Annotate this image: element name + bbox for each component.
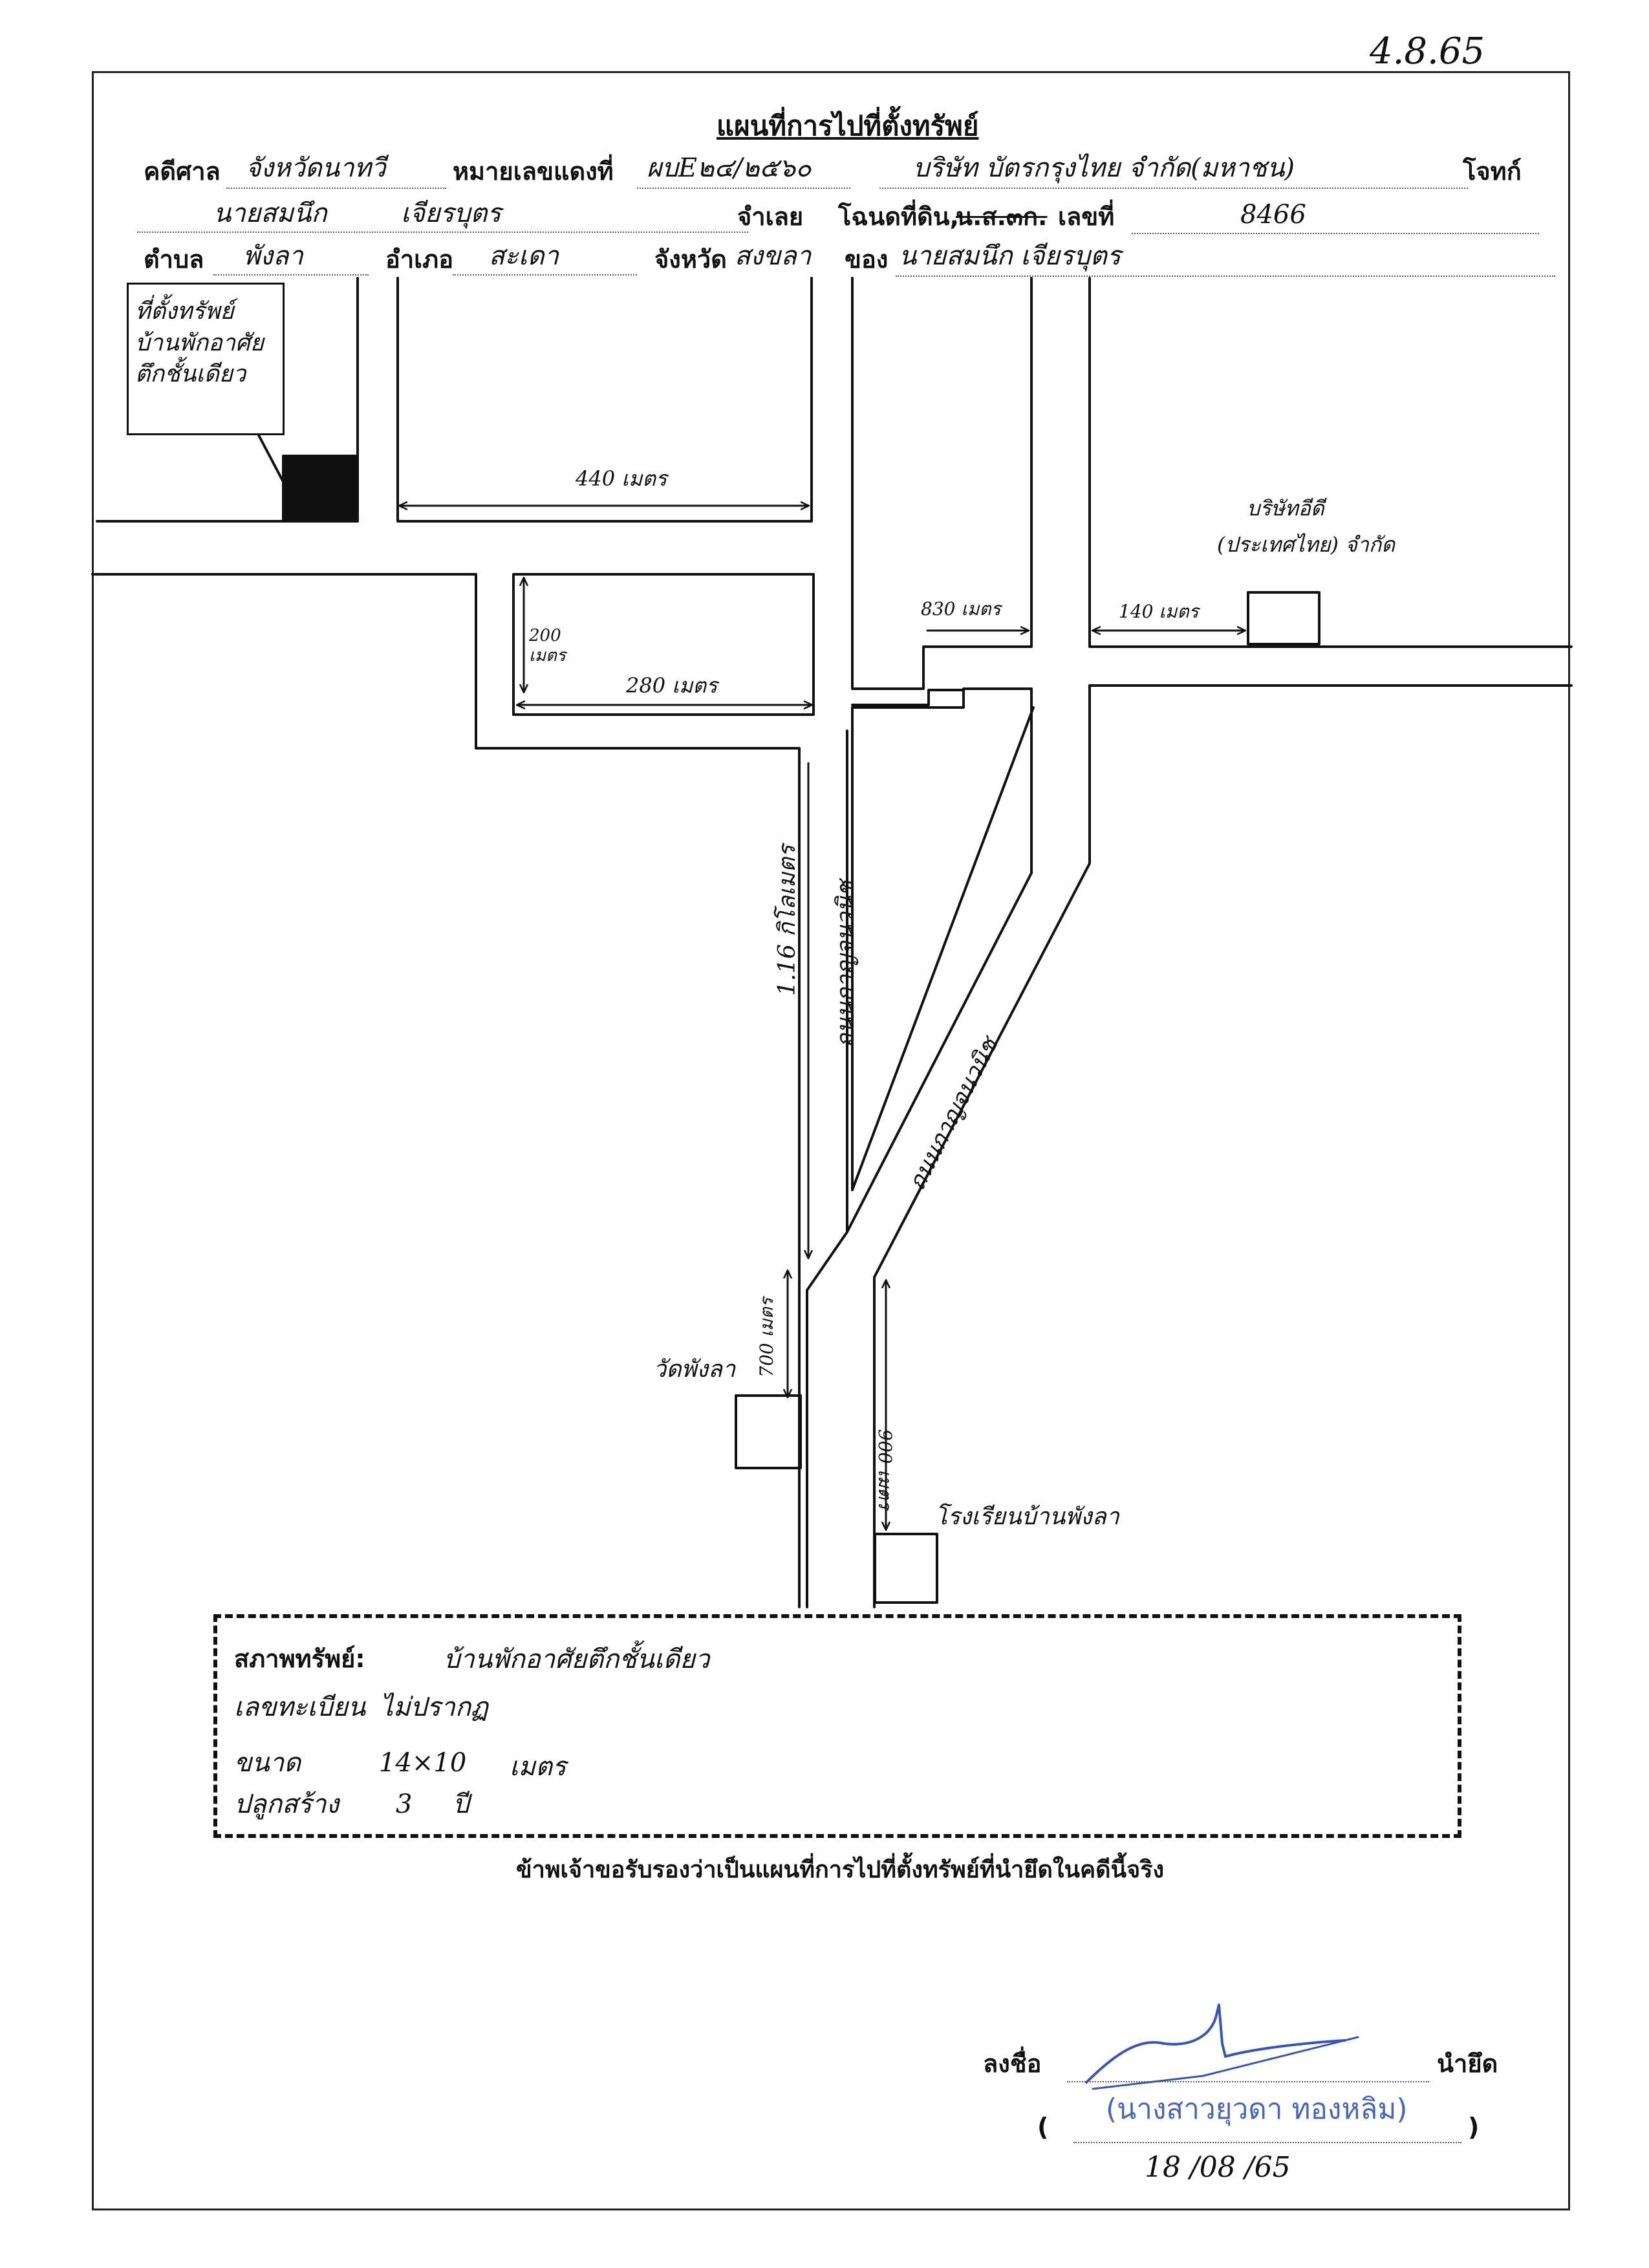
callout-pointer xyxy=(257,434,285,483)
road-edge xyxy=(91,573,801,1608)
company-building xyxy=(1247,591,1320,645)
certification-text: ข้าพเจ้าขอรับรองว่าเป็นแผนที่การไปที่ตั้… xyxy=(516,1857,1165,1883)
road-edge xyxy=(873,684,1091,1608)
size-unit: เมตร xyxy=(510,1752,566,1782)
condition-value: บ้านพักอาศัยตึกชั้นเดียว xyxy=(444,1645,710,1674)
defendant-label: จำเลย xyxy=(737,202,804,231)
distance-label-700: 700 เมตร xyxy=(756,1297,777,1377)
construction-years: 3 xyxy=(396,1789,413,1819)
document-frame xyxy=(92,71,1570,2210)
plaintiff-underline xyxy=(879,188,1468,189)
district-underline xyxy=(453,274,637,275)
registration-value: ไม่ปรากฏ xyxy=(380,1692,488,1722)
deed-number-underline xyxy=(1132,233,1539,234)
distance-label-830: 830 เมตร xyxy=(921,598,1001,620)
temple-building xyxy=(735,1394,802,1469)
road-edge xyxy=(846,872,1033,1233)
distance-label-116: 1.16 กิโลเมตร xyxy=(774,845,801,996)
court-underline xyxy=(226,188,446,189)
district-value: สะเดา xyxy=(489,241,559,271)
construction-label: ปลูกสร้าง xyxy=(234,1789,339,1819)
province-value: สงขลา xyxy=(735,241,812,271)
defendant-underline xyxy=(137,232,748,233)
road-edge xyxy=(962,687,1033,874)
court-label: คดีศาล xyxy=(144,157,221,186)
property-callout: ที่ตั้งทรัพย์ บ้านพักอาศัย ตึกชั้นเดียว xyxy=(127,283,285,435)
temple-label: วัดพังลา xyxy=(653,1356,736,1383)
distance-label-280: 280 เมตร xyxy=(626,673,718,698)
company-name-line2: (ประเทศไทย) จำกัด xyxy=(1217,532,1395,557)
size-label: ขนาด xyxy=(234,1748,301,1778)
name-line xyxy=(1073,2142,1461,2143)
case-value: ผบE๒๔/๒๕๖๐ xyxy=(647,153,812,183)
size-value: 14×10 xyxy=(379,1748,467,1778)
subdistrict-underline xyxy=(213,274,369,275)
callout-line: ที่ตั้งทรัพย์ xyxy=(135,298,234,325)
condition-label: สภาพทรัพย์: xyxy=(234,1645,365,1673)
plaintiff-label: โจทก์ xyxy=(1463,157,1522,186)
callout-line: ตึกชั้นเดียว xyxy=(135,361,246,388)
registration-label: เลขทะเบียน xyxy=(234,1692,366,1722)
sign-label: ลงชื่อ xyxy=(983,2049,1042,2078)
court-value: จังหวัดนาทวี xyxy=(246,153,386,183)
company-name-line1: บริษัทอีดี xyxy=(1247,496,1324,521)
signature-scribble xyxy=(1085,2003,1346,2084)
district-label: อำเภอ xyxy=(385,245,454,274)
road-name-main: ถนนกาญจนวนิช xyxy=(832,880,859,1048)
school-building xyxy=(874,1533,938,1604)
signer-role: นำยึด xyxy=(1437,2049,1498,2078)
deed-number-value: 8466 xyxy=(1240,200,1306,230)
property-condition-box xyxy=(213,1614,1461,1838)
school-label: โรงเรียนบ้านพังลา xyxy=(935,1504,1119,1530)
document-date: 4.8.65 xyxy=(1370,30,1485,72)
road-edge xyxy=(806,729,848,1608)
road-edge xyxy=(1088,277,1573,648)
road-edge xyxy=(851,277,1033,690)
province-label: จังหวัด xyxy=(654,245,727,274)
deed-number-label: เลขที่ xyxy=(1058,202,1115,231)
construction-unit: ปี xyxy=(453,1789,469,1819)
case-underline xyxy=(637,188,850,189)
signature-line xyxy=(1067,2081,1429,2082)
close-paren: ) xyxy=(1468,2113,1480,2141)
subdistrict-value: พังลา xyxy=(243,241,303,271)
road-edge xyxy=(512,573,815,716)
defendant-last-name: เจียรบุตร xyxy=(401,199,501,228)
owner-label: ของ xyxy=(845,245,889,274)
distance-label-200: 200 เมตร xyxy=(529,626,566,666)
defendant-first-name: นายสมนึก xyxy=(213,199,327,228)
owner-value: นายสมนึก เจียรบุตร xyxy=(899,241,1121,271)
distance-label-140: 140 เมตร xyxy=(1119,601,1199,622)
signature-date: 18 /08 /65 xyxy=(1145,2151,1291,2184)
road-edge xyxy=(396,277,813,523)
owner-underline xyxy=(896,275,1555,277)
deed-label: โฉนดที่ดิน, xyxy=(838,202,960,231)
road-edge xyxy=(851,689,1035,1191)
case-label: หมายเลขแดงที่ xyxy=(453,157,614,186)
subdistrict-label: ตำบล xyxy=(144,245,204,274)
distance-label-440: 440 เมตร xyxy=(576,466,667,491)
open-paren: ( xyxy=(1037,2113,1049,2141)
callout-line: บ้านพักอาศัย xyxy=(135,329,264,356)
property-marker xyxy=(282,455,359,523)
distance-label-900: 900 เมตร xyxy=(874,1429,896,1509)
plaintiff-value: บริษัท บัตรกรุงไทย จำกัด(มหาชน) xyxy=(913,153,1295,183)
page-title: แผนที่การไปที่ตั้งทรัพย์ xyxy=(717,110,979,142)
deed-struck-type: น.ส.๓ก. xyxy=(956,202,1048,231)
signer-name-stamp: (นางสาวยุวดา ทองหลิม) xyxy=(1106,2093,1408,2126)
